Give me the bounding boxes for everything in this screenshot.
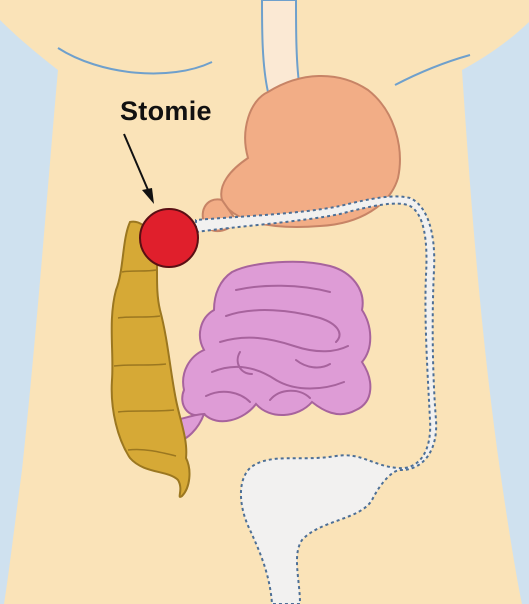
stoma-opening	[140, 209, 198, 267]
stoma-label: Stomie	[120, 96, 212, 127]
esophagus	[262, 0, 300, 92]
